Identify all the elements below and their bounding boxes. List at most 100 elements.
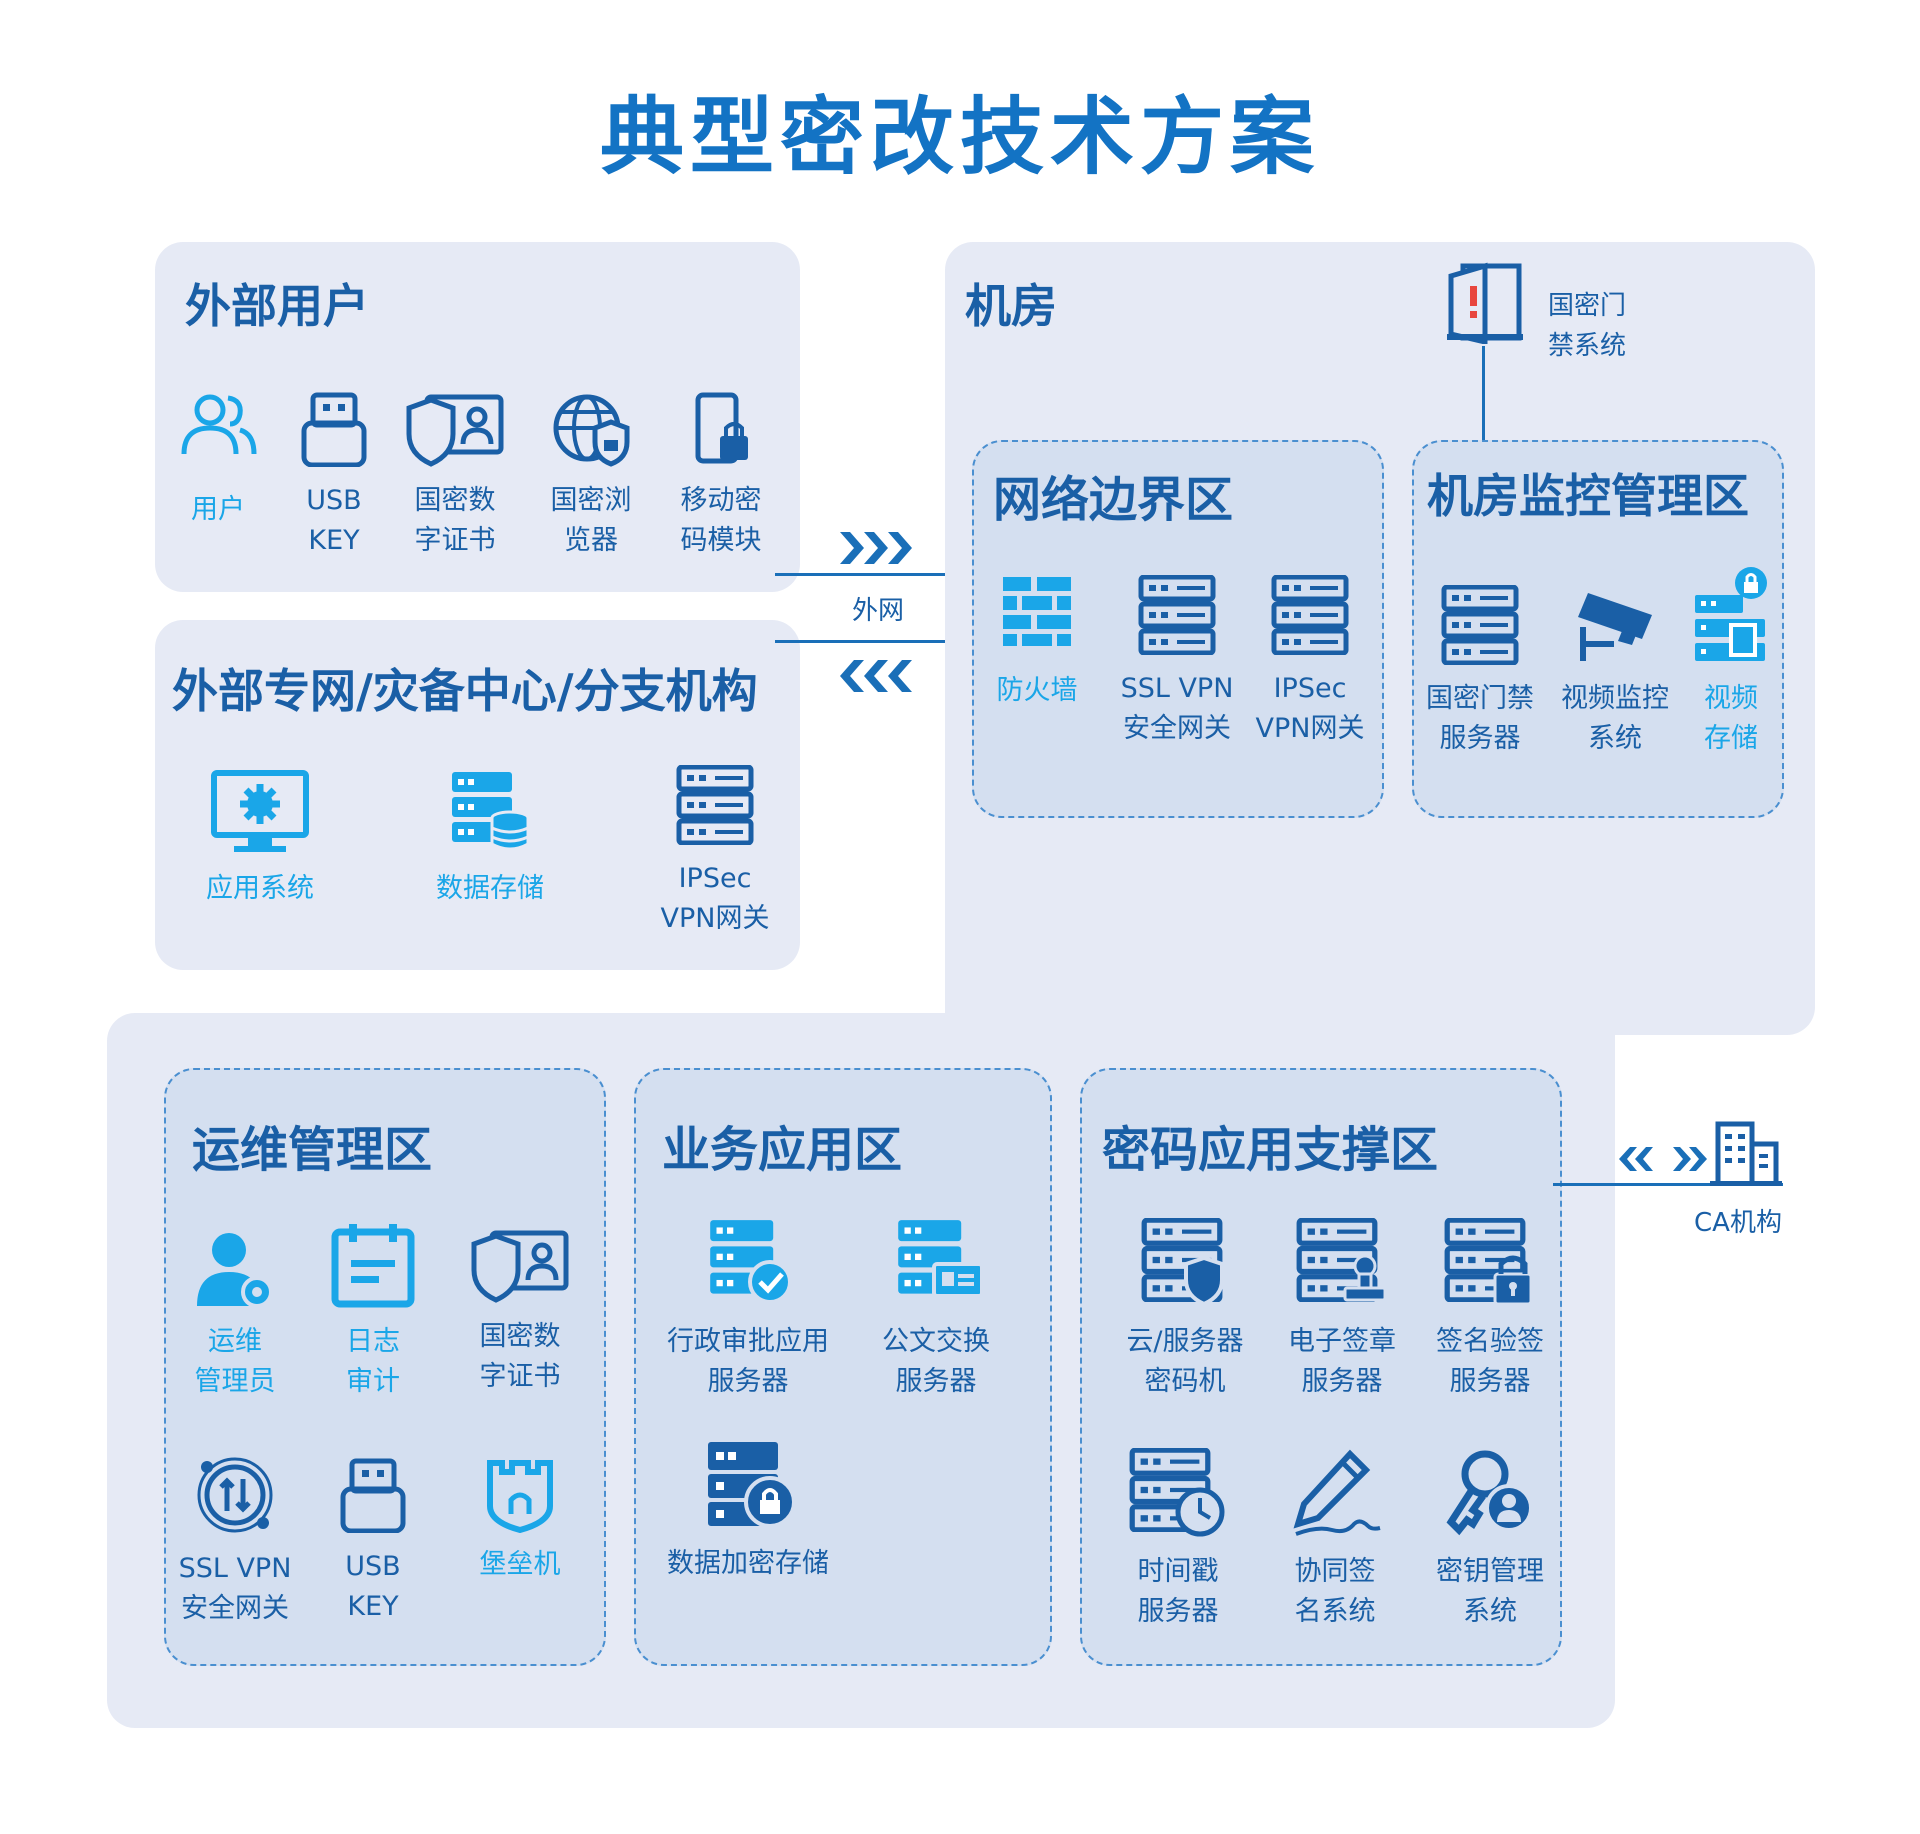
external-users-title: 外部用户 [185, 279, 369, 333]
co-sign-item: 协同签 名系统 [1260, 1448, 1410, 1632]
door-server-label: 国密门禁 服务器 [1426, 683, 1534, 754]
data-storage-item: 数据存储 [415, 770, 565, 909]
camera-icon [1578, 593, 1652, 661]
server-shield-icon [1140, 1218, 1224, 1307]
mobile-lock-icon [695, 392, 748, 464]
mobile-lock-item: 移动密 码模块 [646, 392, 796, 561]
bastion-label: 堡垒机 [479, 1549, 561, 1580]
door-access-label: 国密门 禁系统 [1548, 291, 1627, 361]
document-exchange-label: 公文交换 服务器 [882, 1326, 990, 1397]
admin-label: 运维 管理员 [194, 1326, 276, 1397]
usb-key-item: USB KEY [259, 392, 409, 561]
connector-top [775, 573, 975, 576]
encrypted-storage-label: 数据加密存储 [667, 1548, 829, 1579]
approval-server-item: 行政审批应用 服务器 [658, 1218, 838, 1402]
video-storage-label: 视频 存储 [1704, 683, 1758, 754]
usb-key-icon [301, 392, 367, 467]
pen-icon [1293, 1449, 1380, 1536]
user-label: 用户 [191, 494, 245, 525]
crypto-zone [1080, 1068, 1562, 1666]
video-storage-icon [1695, 567, 1767, 661]
external-ipsec-label: IPSec VPN网关 [660, 863, 770, 934]
server-icon [675, 765, 755, 845]
key-management-item: 密钥管理 系统 [1415, 1448, 1565, 1632]
usb-key-label: USB KEY [306, 485, 362, 556]
key-management-label: 密钥管理 系统 [1436, 1556, 1544, 1627]
server-clock-icon [1128, 1448, 1225, 1537]
boundary-ipsec-item: IPSec VPN网关 [1235, 575, 1385, 749]
ca-connector [1553, 1183, 1783, 1186]
door-access-icon [1447, 262, 1523, 344]
crypto-title: 密码应用支撑区 [1102, 1122, 1439, 1178]
crypto-machine-item: 云/服务器 密码机 [1110, 1218, 1260, 1402]
crypto-machine-label: 云/服务器 密码机 [1126, 1326, 1244, 1397]
app-system-icon [211, 770, 309, 852]
firewall-item: 防火墙 [962, 575, 1112, 711]
server-check-icon [710, 1220, 792, 1304]
admin-item: 运维 管理员 [160, 1228, 310, 1402]
ops-certificate-item: 国密数 字证书 [445, 1228, 595, 1397]
secure-browser-icon [553, 394, 630, 467]
server-icon [1440, 585, 1520, 665]
e-seal-item: 电子签章 服务器 [1267, 1218, 1417, 1402]
ops-certificate-label: 国密数 字证书 [479, 1321, 561, 1392]
door-connector [1482, 346, 1485, 440]
server-id-icon [898, 1220, 984, 1298]
certificate-label: 国密数 字证书 [414, 485, 496, 556]
log-audit-label: 日志 审计 [346, 1326, 400, 1397]
video-storage-item: 视频 存储 [1656, 565, 1806, 759]
business-title: 业务应用区 [662, 1122, 903, 1178]
sign-verify-label: 签名验签 服务器 [1436, 1326, 1544, 1397]
right-arrows-icon [840, 532, 912, 564]
secure-browser-item: 国密浏 览器 [516, 392, 666, 561]
ops-ssl-label: SSL VPN 安全网关 [178, 1553, 292, 1624]
bastion-item: 堡垒机 [445, 1458, 595, 1585]
external-users-panel [155, 242, 800, 592]
app-system-label: 应用系统 [206, 873, 314, 904]
network-boundary-title: 网络边界区 [993, 472, 1234, 528]
external-network-title: 外部专网/灾备中心/分支机构 [172, 664, 758, 718]
encrypted-storage-item: 数据加密存储 [658, 1440, 838, 1584]
ops-title: 运维管理区 [192, 1122, 433, 1178]
left-arrows-icon [840, 660, 912, 692]
certificate-icon [406, 394, 504, 467]
mobile-lock-label: 移动密 码模块 [680, 485, 762, 556]
ops-ssl-item: SSL VPN 安全网关 [160, 1455, 310, 1629]
key-icon [1446, 1450, 1533, 1536]
firewall-icon [1003, 577, 1071, 646]
timestamp-label: 时间戳 服务器 [1137, 1556, 1219, 1627]
users-icon [181, 394, 257, 455]
link-label: 外网 [852, 596, 905, 626]
encrypted-storage-icon [708, 1442, 796, 1528]
boundary-ssl-item: SSL VPN 安全网关 [1102, 575, 1252, 749]
e-seal-label: 电子签章 服务器 [1288, 1326, 1396, 1397]
machine-room-title: 机房 [965, 279, 1057, 333]
ssl-gateway-icon [197, 1457, 273, 1533]
boundary-ipsec-label: IPSec VPN网关 [1255, 673, 1365, 744]
page-title: 典型密改技术方案 [599, 88, 1320, 186]
ops-zone [164, 1068, 606, 1666]
calendar-icon [331, 1224, 415, 1308]
server-stamp-icon [1295, 1218, 1386, 1308]
panel-joint [945, 1000, 1615, 1040]
server-lock-icon [1443, 1218, 1532, 1306]
certificate-item: 国密数 字证书 [380, 392, 530, 561]
boundary-ssl-label: SSL VPN 安全网关 [1120, 673, 1234, 744]
log-audit-item: 日志 审计 [298, 1222, 448, 1402]
ca-arrows-icon [1619, 1147, 1707, 1171]
data-storage-icon [451, 772, 529, 851]
app-system-item: 应用系统 [185, 770, 335, 909]
ops-usb-item: USB KEY [298, 1458, 448, 1627]
document-exchange-item: 公文交换 服务器 [856, 1218, 1016, 1402]
server-icon [1137, 575, 1217, 655]
certificate-icon [471, 1230, 569, 1303]
business-zone [634, 1068, 1052, 1666]
firewall-label: 防火墙 [996, 675, 1078, 706]
building-icon [1710, 1121, 1782, 1186]
usb-key-icon [340, 1458, 406, 1533]
monitor-title: 机房监控管理区 [1427, 469, 1749, 523]
camera-label: 视频监控 系统 [1561, 683, 1669, 754]
sign-verify-item: 签名验签 服务器 [1415, 1218, 1565, 1402]
door-server-item: 国密门禁 服务器 [1405, 585, 1555, 759]
connector-bottom [775, 640, 975, 643]
